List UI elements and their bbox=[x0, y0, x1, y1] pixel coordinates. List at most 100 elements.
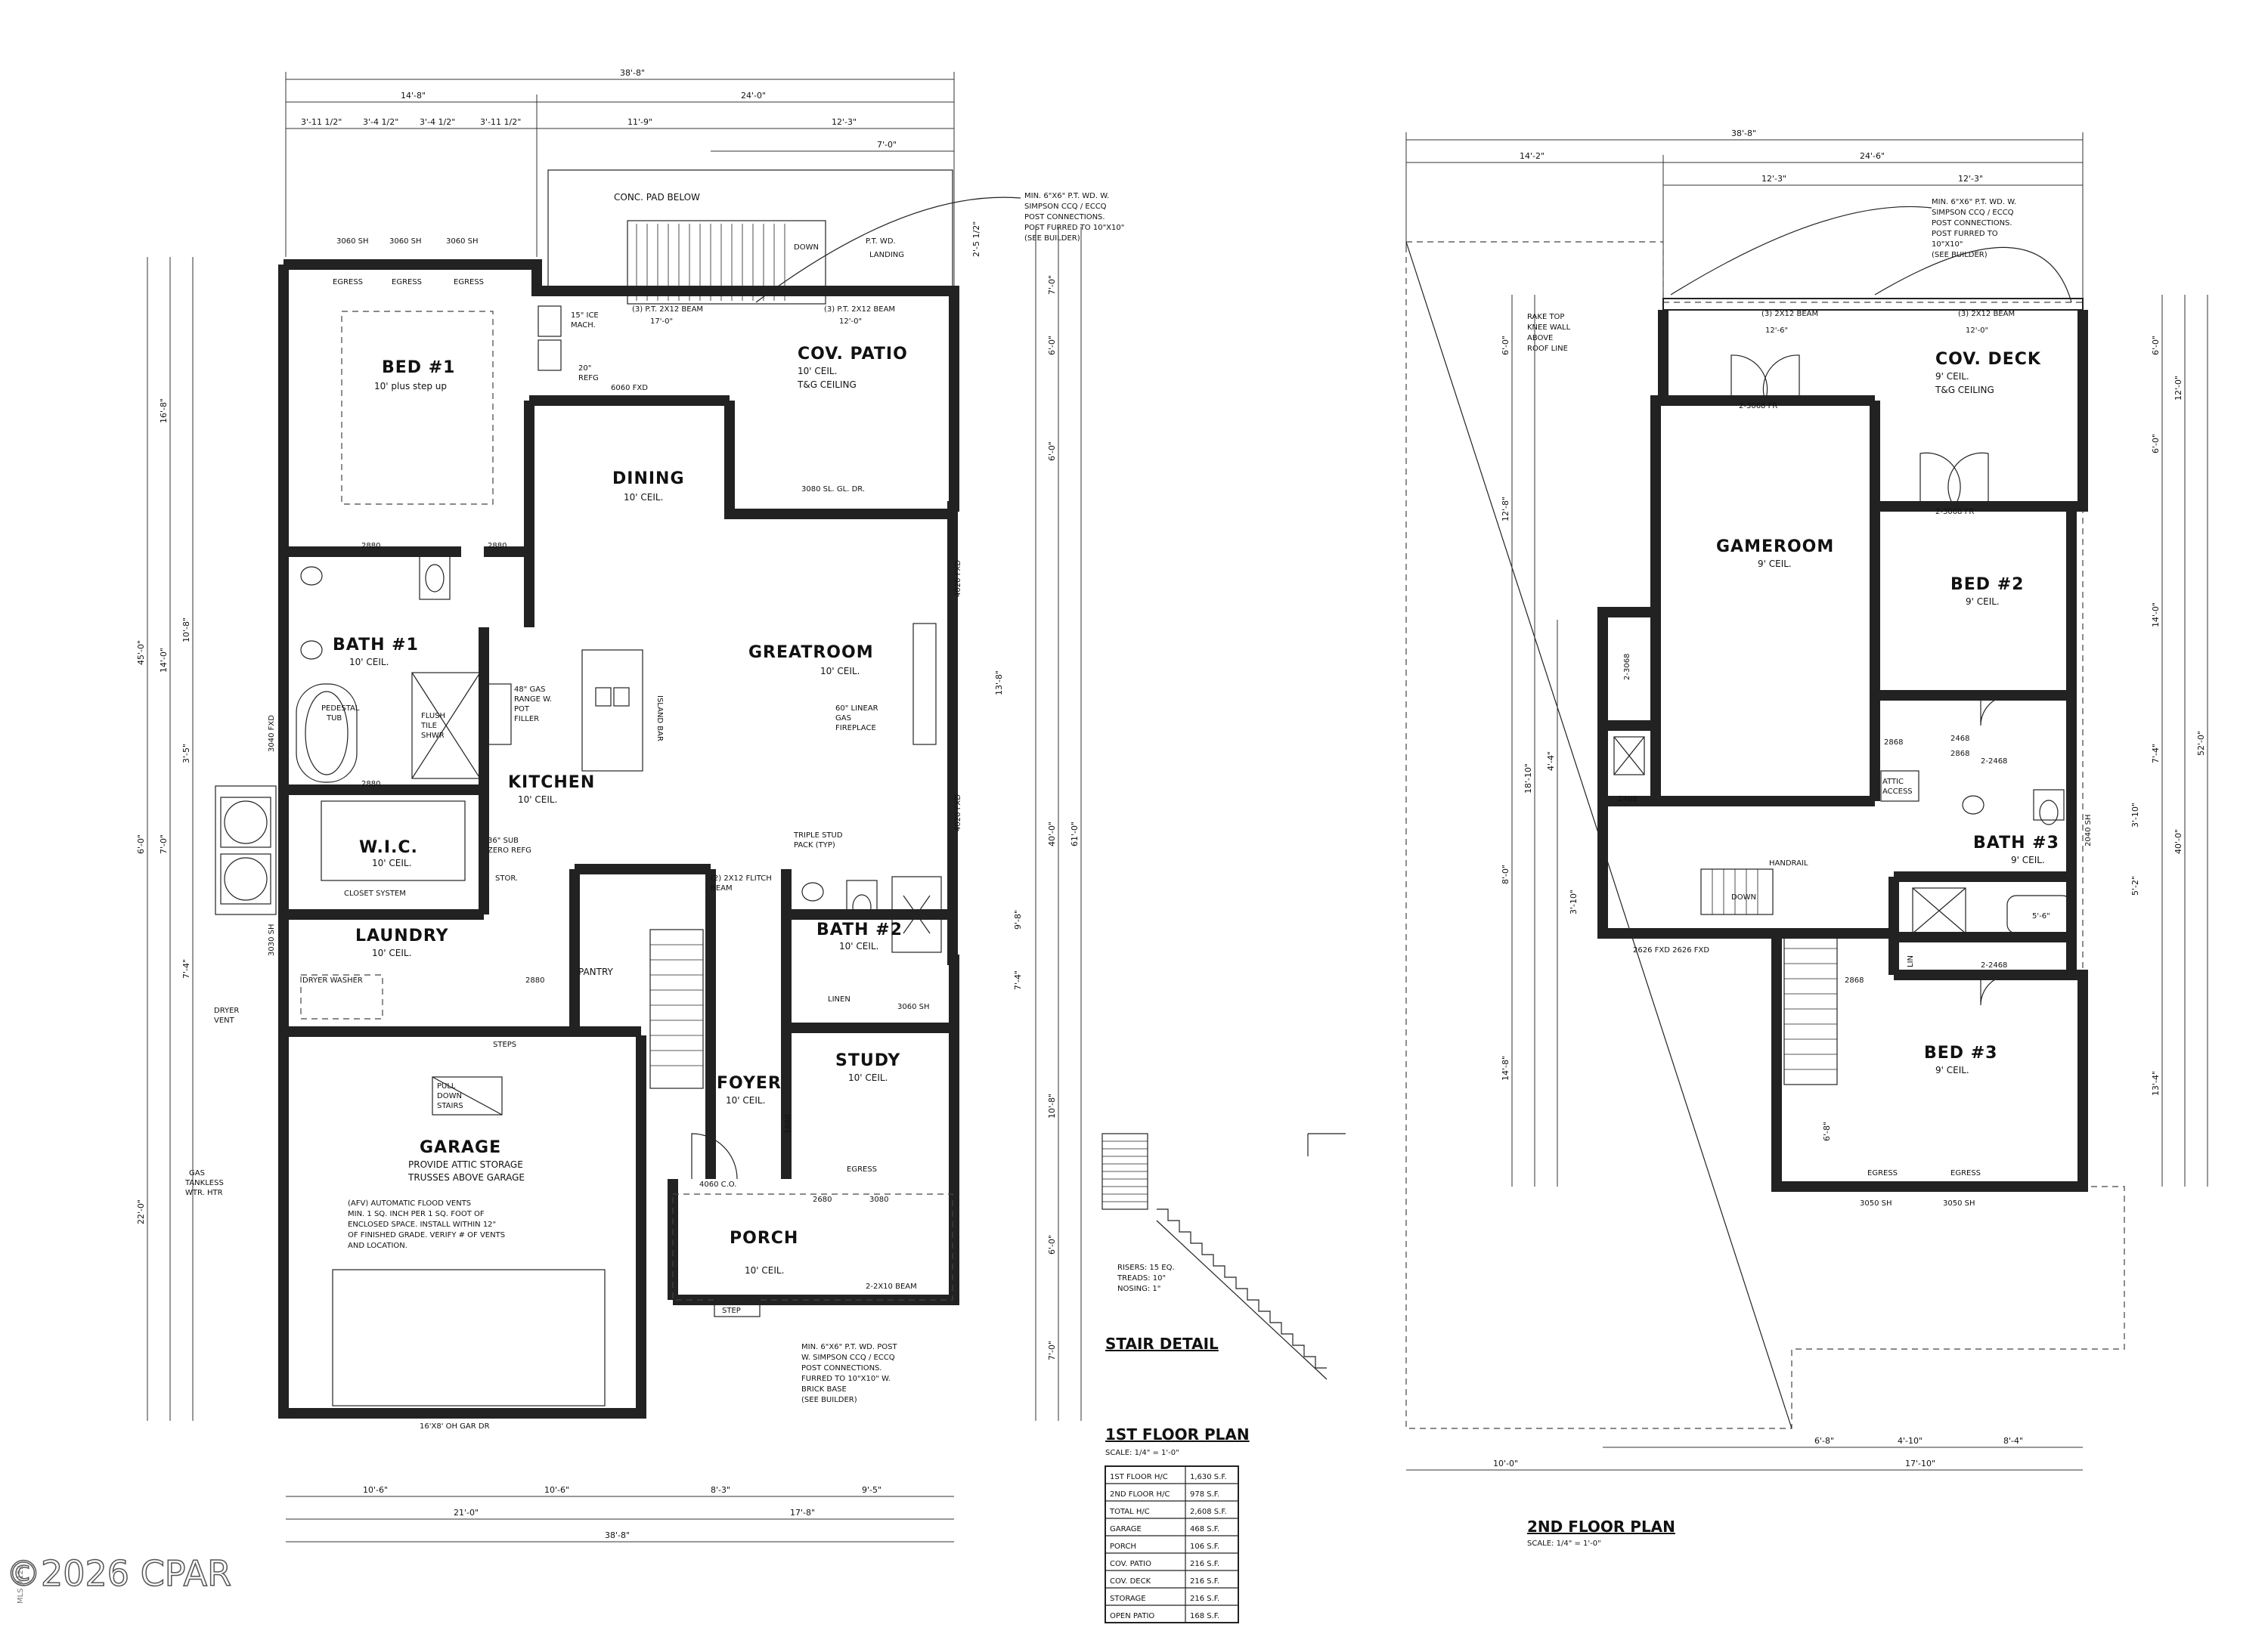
bath3-note: 9' CEIL. bbox=[2011, 855, 2045, 865]
gas-tankless-label-2: TANKLESS bbox=[184, 1179, 224, 1187]
ff-right-dim-7: 61'-0" bbox=[1070, 822, 1080, 846]
dryer-washer-label: DRYER WASHER bbox=[302, 976, 363, 985]
sf-bottom-dim-1: 10'-0" bbox=[1493, 1459, 1518, 1468]
closet-system-label: CLOSET SYSTEM bbox=[344, 890, 406, 898]
area-row-6-label: COV. PATIO bbox=[1110, 1560, 1151, 1568]
garage-note2: TRUSSES ABOVE GARAGE bbox=[407, 1172, 525, 1183]
stair-detail: RISERS: 15 EQ. TREADS: 10" NOSING: 1" ST… bbox=[1101, 1133, 1346, 1380]
ff-top-dim-4: 3'-11 1/2" bbox=[480, 117, 521, 127]
foyer-note: 10' CEIL. bbox=[726, 1095, 765, 1106]
ff-left-dim-5: 7'-0" bbox=[159, 834, 169, 854]
pull-down-label-3: STAIRS bbox=[437, 1102, 463, 1110]
door-2880-b: 2880 bbox=[488, 542, 507, 550]
sf-window-1: 3050 SH bbox=[1860, 1199, 1892, 1208]
sf-down-label: DOWN bbox=[1731, 893, 1756, 902]
ff-bottom-sub-2: 17'-8" bbox=[790, 1508, 815, 1518]
fireplace-label: 60" LINEAR bbox=[835, 704, 878, 713]
ff-left-dim-9: 7'-4" bbox=[181, 959, 191, 979]
fireplace-label-2: GAS bbox=[835, 714, 851, 723]
porch-name: PORCH bbox=[730, 1229, 798, 1248]
cov-patio-note2: T&G CEILING bbox=[797, 379, 857, 390]
sf-top-sub-1: 12'-3" bbox=[1761, 174, 1786, 184]
greatroom-note: 10' CEIL. bbox=[820, 666, 860, 676]
bath-window: 3040 FXD bbox=[268, 715, 276, 752]
rake-note-1: RAKE TOP bbox=[1527, 313, 1564, 321]
cov-deck-note1: 9' CEIL. bbox=[1935, 371, 1969, 382]
ff-right-dim-3: 6'-0" bbox=[1047, 336, 1057, 355]
laundry-window: 3030 SH bbox=[268, 924, 276, 957]
range-label-4: FILLER bbox=[514, 715, 539, 723]
dining-note: 10' CEIL. bbox=[624, 492, 663, 503]
sf-egress-2: EGRESS bbox=[1950, 1169, 1981, 1177]
room-foyer: FOYER 10' CEIL. 4060 C.O. bbox=[691, 1074, 781, 1189]
dryer-vent-label: DRYER bbox=[214, 1007, 239, 1015]
room-pantry: PANTRY (2) 2X12 FLITCH BEAM bbox=[578, 874, 772, 1089]
sf-post-note-4: POST FURRED TO bbox=[1932, 230, 1998, 238]
room-bed3: BED #3 9' CEIL. EGRESS EGRESS 3050 SH 30… bbox=[1860, 974, 2012, 1208]
flitch-label: (2) 2X12 FLITCH bbox=[711, 874, 772, 883]
landing-label-2: LANDING bbox=[869, 251, 904, 259]
room-study: STUDY 10' CEIL. EGRESS 2680 3080 bbox=[813, 1051, 900, 1204]
room-gameroom: GAMEROOM 9' CEIL. 2-3068 2468 bbox=[1613, 537, 1833, 803]
stair-risers: RISERS: 15 EQ. bbox=[1117, 1264, 1175, 1272]
room-bath3: BATH #3 9' CEIL. 5'-6" 2040 SH LIN 2-246… bbox=[1845, 789, 2093, 985]
ff-window-top-3: 3060 SH bbox=[446, 237, 479, 246]
porch-post-note-5: BRICK BASE bbox=[801, 1385, 847, 1394]
sf-beam-label-2: (3) 2X12 BEAM bbox=[1958, 310, 2015, 318]
cov-patio-name: COV. PATIO bbox=[798, 345, 908, 364]
second-floor-title-block: 2ND FLOOR PLAN SCALE: 1/4" = 1'-0" bbox=[1527, 1518, 1675, 1548]
room-laundry: LAUNDRY 10' CEIL. DRYER WASHER DRYER VEN… bbox=[214, 874, 518, 1049]
ff-beam-label-2: (3) P.T. 2X12 BEAM bbox=[824, 305, 895, 314]
gas-tankless-label: GAS bbox=[189, 1169, 205, 1177]
ff-bottom-dim-4: 9'-5" bbox=[862, 1485, 881, 1495]
sf-door-2-2468-c: 2868 bbox=[1950, 750, 1969, 758]
study-name: STUDY bbox=[835, 1051, 900, 1070]
ff-post-note-3: POST CONNECTIONS. bbox=[1024, 213, 1105, 221]
ice-mach-label: 15" ICE bbox=[571, 311, 599, 320]
sf-left-dim-4: 8'-0" bbox=[1501, 865, 1510, 884]
stair-treads: TREADS: 10" bbox=[1117, 1274, 1166, 1283]
sf-bottom-sub: 17'-10" bbox=[1905, 1459, 1935, 1468]
stair-nosing: NOSING: 1" bbox=[1117, 1285, 1160, 1293]
gameroom-note: 9' CEIL. bbox=[1758, 559, 1792, 569]
study-egress: EGRESS bbox=[847, 1165, 877, 1174]
first-floor-plan: 38'-8" 14'-8" 24'-0" 3'-11 1/2" 3'-4 1/2… bbox=[136, 68, 1124, 1543]
first-floor-walls bbox=[278, 259, 959, 1419]
linen-2f-label: LIN bbox=[1907, 955, 1915, 967]
sf-door-2868-c: 2468 bbox=[1950, 735, 1969, 743]
sf-bottom-dim-3: 4'-10" bbox=[1898, 1436, 1923, 1446]
sf-left-dim-1: 6'-0" bbox=[1501, 336, 1510, 355]
triple-stud-label-2: PACK (TYP) bbox=[794, 841, 835, 849]
sf-left-dim-8: 3'-10" bbox=[1569, 890, 1579, 914]
sf-door-2868-b: 2868 bbox=[1845, 976, 1864, 985]
bed2-note: 9' CEIL. bbox=[1966, 596, 2000, 607]
ff-left-dim-2: 45'-0" bbox=[136, 640, 146, 665]
range-label: 48" GAS bbox=[514, 685, 545, 694]
second-floor-top-dimensions: 38'-8" 14'-2" 24'-6" 12'-3" 12'-3" bbox=[1405, 128, 2084, 302]
ff-left-dim-8: 3'-5" bbox=[181, 744, 191, 763]
area-row-5-value: 106 S.F. bbox=[1190, 1543, 1219, 1551]
sliding-door-label: 3080 SL. GL. DR. bbox=[801, 485, 865, 494]
sf-top-sub-2: 12'-3" bbox=[1958, 174, 1983, 184]
area-row-3-label: TOTAL H/C bbox=[1109, 1508, 1150, 1516]
ff-bottom-dim-2: 10'-6" bbox=[544, 1485, 569, 1495]
second-floor-title: 2ND FLOOR PLAN bbox=[1527, 1518, 1675, 1536]
study-door: 3060 SH bbox=[897, 1003, 930, 1011]
porch-note: 10' CEIL. bbox=[745, 1265, 784, 1276]
ff-top-dim-3: 3'-4 1/2" bbox=[420, 117, 455, 127]
sf-left-dim-2: 12'-8" bbox=[1501, 497, 1510, 521]
conc-pad-label: CONC. PAD BELOW bbox=[614, 192, 700, 203]
fxd-4020-1: 4020 FXD bbox=[954, 560, 962, 597]
pedestal-tub-label: PEDESTAL bbox=[321, 704, 360, 713]
porch-post-note-6: (SEE BUILDER) bbox=[801, 1396, 857, 1404]
ff-post-note-5: (SEE BUILDER) bbox=[1024, 234, 1080, 243]
garage-door-label: 16'X8' OH GAR DR bbox=[420, 1422, 490, 1431]
sf-post-note-2: SIMPSON CCQ / ECCQ bbox=[1932, 209, 2014, 217]
sf-beam-span-1: 12'-6" bbox=[1765, 326, 1788, 335]
bed3-note: 9' CEIL. bbox=[1935, 1065, 1969, 1075]
flush-tile-label: FLUSH bbox=[421, 712, 445, 720]
fxd-6060-label: 6060 FXD bbox=[611, 384, 648, 392]
laundry-name: LAUNDRY bbox=[355, 927, 449, 945]
sf-door-2468-a: 2468 bbox=[1618, 795, 1637, 803]
